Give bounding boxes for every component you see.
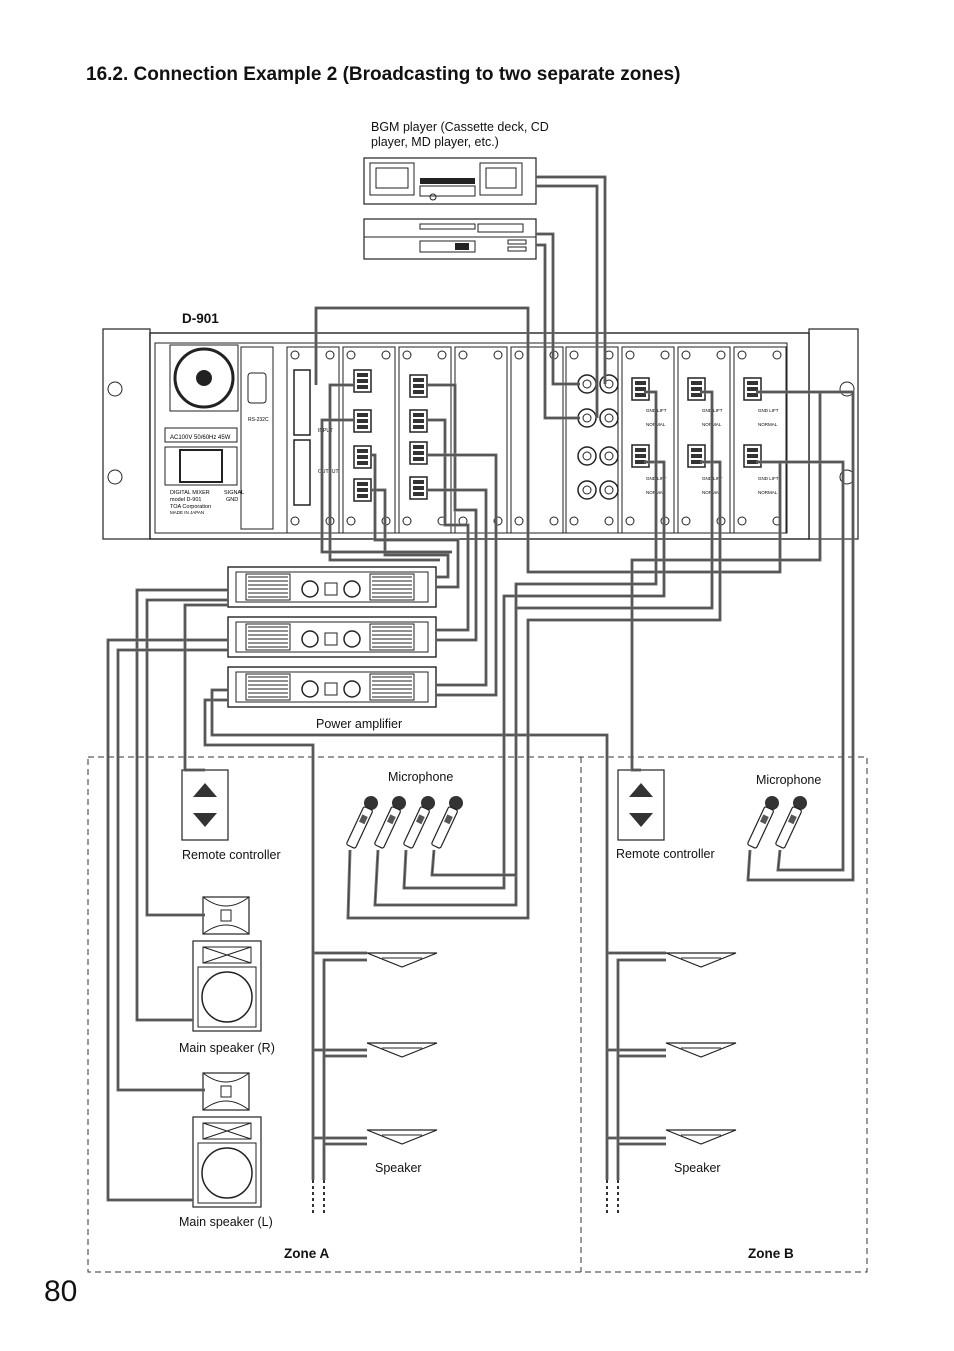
mixer-model-4: MADE IN JAPAN: [170, 510, 204, 515]
gnd-lift-text: GND LIFT: [758, 408, 779, 413]
main-speaker-l-label: Main speaker (L): [179, 1215, 273, 1229]
zone-a-label: Zone A: [284, 1246, 330, 1261]
microphone: [747, 796, 779, 849]
speaker-b-label: Speaker: [674, 1161, 721, 1175]
output-text: OUTPUT: [318, 469, 339, 475]
zone-boundaries: [87, 756, 868, 1273]
microphone: [775, 796, 807, 849]
rca-jack: [599, 480, 619, 500]
gnd-lift-text: GND LIFT: [758, 476, 779, 481]
d901-mixer: AC100V 50/60Hz 45W DIGITAL MIXER model D…: [102, 328, 859, 540]
power-amplifier: [227, 666, 437, 708]
ceiling-speaker: [665, 952, 737, 968]
bgm-player-label-line2: player, MD player, etc.): [371, 135, 499, 149]
ceiling-speaker: [665, 1129, 737, 1145]
module-slot: [621, 346, 675, 534]
rca-jack: [599, 374, 619, 394]
d901-label: D-901: [182, 311, 219, 326]
mixer-model-1: DIGITAL MIXER: [170, 490, 210, 496]
amp-grille: [369, 573, 415, 601]
module-slot: [565, 346, 619, 534]
main-speakers: [192, 896, 262, 1208]
amp-power-switch: [324, 682, 338, 696]
main-speaker-horn: [202, 1072, 250, 1111]
microphone: [431, 796, 463, 849]
main-speaker-r-label: Main speaker (R): [179, 1041, 275, 1055]
input-text: INPUT: [318, 428, 333, 434]
remote-controller-b: [617, 769, 665, 841]
ceiling-speaker: [366, 1042, 438, 1058]
signal-gnd-2: GND: [226, 497, 238, 503]
page-number: 80: [44, 1275, 78, 1308]
normal-text: NORMAL: [758, 490, 778, 495]
power-amplifier: [227, 616, 437, 658]
main-speaker-horn: [202, 896, 250, 935]
ceiling-speaker: [665, 1042, 737, 1058]
terminal-strip: [293, 439, 311, 506]
terminal-strip: [293, 369, 311, 436]
mixer-model-2: model D-901: [170, 497, 202, 503]
mixer-model-3: TOA Corporation: [170, 504, 211, 510]
module-slot: [398, 346, 452, 534]
cable: [616, 958, 666, 1180]
speaker-a-label: Speaker: [375, 1161, 422, 1175]
cable: [605, 951, 666, 1180]
amp-grille: [245, 623, 291, 651]
microphone-a-label: Microphone: [388, 770, 454, 784]
microphone: [374, 796, 406, 849]
module-slot: [342, 346, 396, 534]
ac-label-text: AC100V 50/60Hz 45W: [170, 435, 231, 441]
amp-grille: [369, 673, 415, 701]
normal-text: NORMAL: [758, 422, 778, 427]
power-amplifier-label: Power amplifier: [316, 717, 403, 731]
amp-grille: [245, 673, 291, 701]
remote-controller-b-label: Remote controller: [616, 847, 715, 861]
amp-knob: [343, 580, 361, 598]
microphone-b-label: Microphone: [756, 773, 822, 787]
module-slot: [286, 346, 340, 534]
cd-player: [363, 218, 537, 260]
cable: [311, 951, 367, 1180]
rca-jack: [577, 480, 597, 500]
ceiling-speaker: [366, 1129, 438, 1145]
rca-jack: [599, 408, 619, 428]
page-title: 16.2. Connection Example 2 (Broadcasting…: [86, 64, 681, 85]
cable: [322, 958, 367, 1180]
remote-controller-a-label: Remote controller: [182, 848, 281, 862]
rca-jack: [599, 446, 619, 466]
amp-knob: [301, 580, 319, 598]
module-slot: [677, 346, 731, 534]
amp-knob: [301, 630, 319, 648]
microphone: [346, 796, 378, 849]
power-amplifier: [227, 566, 437, 608]
module-slot: [510, 346, 564, 534]
cables: [106, 175, 855, 1202]
rca-jack: [577, 446, 597, 466]
zone-b-label: Zone B: [748, 1246, 794, 1261]
amp-power-switch: [324, 582, 338, 596]
amp-power-switch: [324, 632, 338, 646]
ceiling-speaker: [366, 952, 438, 968]
remote-controller-a: [181, 769, 229, 841]
signal-gnd-1: SIGNAL: [224, 490, 244, 496]
main-speaker-cabinet: [192, 1116, 262, 1208]
bgm-player-label-line1: BGM player (Cassette deck, CD: [371, 120, 549, 134]
amp-grille: [245, 573, 291, 601]
amp-knob: [343, 680, 361, 698]
microphones: [346, 796, 807, 849]
module-slot: [733, 346, 787, 534]
ceiling-speakers: [312, 952, 737, 1215]
amp-knob: [343, 630, 361, 648]
rs232c-text: RS-232C: [248, 417, 269, 423]
main-speaker-cabinet: [192, 940, 262, 1032]
amp-knob: [301, 680, 319, 698]
power-amplifiers: [227, 566, 437, 708]
cassette-deck: [363, 157, 537, 205]
amp-grille: [369, 623, 415, 651]
microphone: [403, 796, 435, 849]
